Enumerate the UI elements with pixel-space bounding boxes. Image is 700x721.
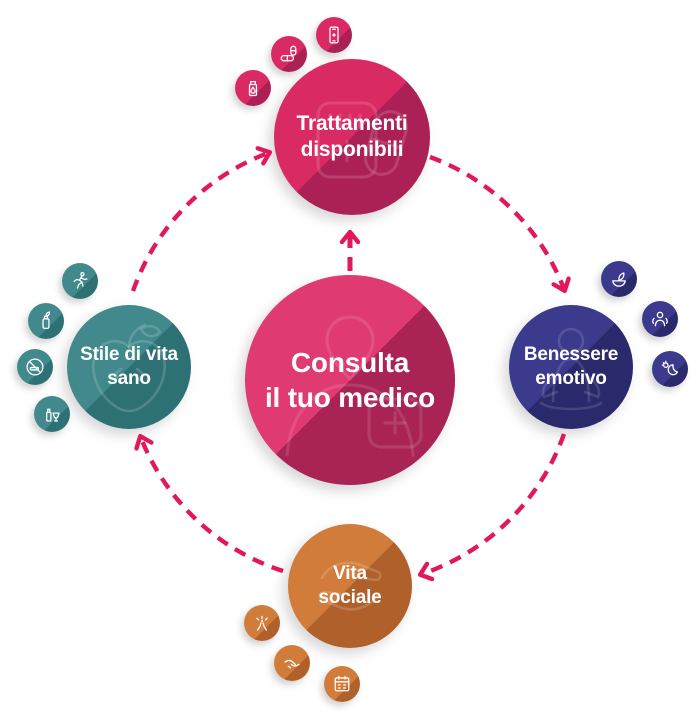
sleep-bubble bbox=[652, 351, 688, 387]
center-label-line2: il tuo medico bbox=[264, 382, 436, 413]
helping-hands-icon bbox=[318, 561, 382, 611]
exercise-runner-bubble bbox=[62, 263, 98, 299]
smartphone-icon bbox=[329, 26, 339, 44]
smartphone-bubble bbox=[316, 17, 352, 53]
apple-icon bbox=[92, 323, 166, 413]
medicine-bottle-icon bbox=[248, 80, 258, 97]
relaxation-icon bbox=[612, 272, 626, 287]
node-stile-di-vita-sano: Stile di vita sano bbox=[67, 305, 191, 429]
node-vita-sociale: Vita sociale bbox=[288, 524, 412, 648]
bottom-label-line2: sociale bbox=[318, 587, 382, 608]
right-node-label: Benessere emotivo bbox=[523, 343, 619, 391]
relaxation-bubble bbox=[601, 261, 637, 297]
self-care-icon bbox=[652, 311, 668, 327]
holding-hands-bubble bbox=[274, 645, 310, 681]
meditation-icon bbox=[539, 327, 603, 411]
node-consulta-il-tuo-medico: Consulta il tuo medico bbox=[245, 275, 455, 485]
bottom-node-label: Vita sociale bbox=[318, 562, 381, 610]
limit-alcohol-icon bbox=[46, 408, 60, 422]
medications-icon bbox=[316, 101, 408, 179]
exercise-runner-icon bbox=[73, 272, 88, 289]
arrow-top-to-right bbox=[429, 154, 571, 294]
right-label-line2: emotivo bbox=[535, 368, 607, 389]
bottom-label-line1: Vita bbox=[333, 563, 367, 585]
limit-alcohol-bubble bbox=[34, 396, 70, 432]
top-label-line2: disponibili bbox=[300, 138, 404, 161]
no-smoking-bubble bbox=[17, 349, 53, 385]
center-node-label: Consulta il tuo medico bbox=[265, 345, 435, 416]
left-label-line2: sano bbox=[107, 368, 151, 389]
celebration-hands-bubble bbox=[244, 605, 280, 641]
pills-bubble bbox=[271, 36, 307, 72]
top-node-label: Trattamenti disponibili bbox=[297, 111, 408, 164]
no-smoking-icon bbox=[26, 358, 44, 376]
pills-icon bbox=[280, 45, 297, 62]
arrow-left-to-top bbox=[130, 146, 273, 292]
sleep-icon bbox=[661, 360, 679, 376]
node-trattamenti-disponibili: Trattamenti disponibili bbox=[274, 59, 430, 215]
self-care-bubble bbox=[642, 301, 678, 337]
holding-hands-icon bbox=[284, 659, 300, 669]
medicine-bottle-bubble bbox=[235, 70, 271, 106]
celebration-hands-icon bbox=[256, 615, 268, 631]
top-label-line1: Trattamenti bbox=[296, 111, 408, 135]
healthy-food-icon bbox=[42, 311, 51, 329]
node-benessere-emotivo: Benessere emotivo bbox=[509, 305, 633, 429]
right-label-line1: Benessere bbox=[523, 344, 619, 366]
calendar-icon bbox=[334, 675, 350, 692]
center-label-line1: Consulta bbox=[290, 346, 410, 378]
healthy-food-bubble bbox=[28, 303, 64, 339]
calendar-bubble bbox=[324, 666, 360, 702]
doctor-consultation-icon bbox=[285, 315, 423, 457]
left-node-label: Stile di vita sano bbox=[80, 343, 178, 391]
left-label-line1: Stile di vita bbox=[80, 344, 178, 366]
